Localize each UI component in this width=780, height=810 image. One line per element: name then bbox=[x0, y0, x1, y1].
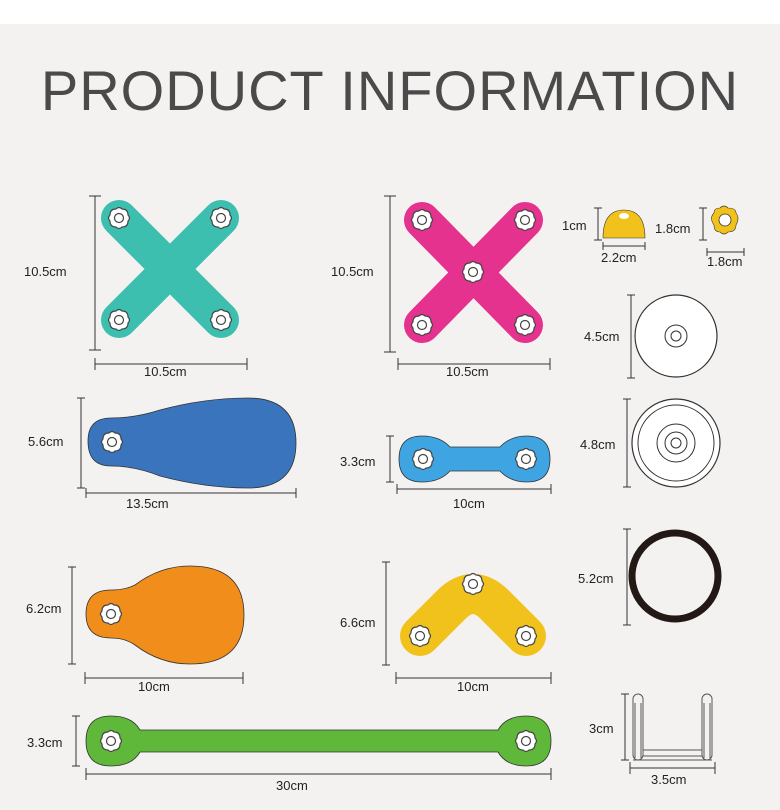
black-ring-label: 5.2cm bbox=[578, 571, 613, 586]
dome-height-label: 1cm bbox=[562, 218, 587, 233]
orange-paddle: 6.2cm 10cm bbox=[26, 565, 245, 694]
lightblue-bar-width-label: 10cm bbox=[453, 496, 485, 511]
large-wheel: 4.8cm bbox=[580, 398, 721, 488]
blue-paddle: 5.6cm 13.5cm bbox=[28, 397, 297, 511]
u-bracket-width-label: 3.5cm bbox=[651, 772, 686, 787]
orange-paddle-width-label: 10cm bbox=[138, 679, 170, 694]
pink-x-width-label: 10.5cm bbox=[446, 364, 489, 379]
u-bracket: 3cm 3.5cm bbox=[589, 693, 716, 787]
blue-paddle-height-label: 5.6cm bbox=[28, 434, 63, 449]
green-long-bar: 3.3cm 30cm bbox=[27, 715, 552, 793]
lightblue-bar-height-label: 3.3cm bbox=[340, 454, 375, 469]
yellow-arch-height-label: 6.6cm bbox=[340, 615, 375, 630]
small-wheel-label: 4.5cm bbox=[584, 329, 619, 344]
teal-x-width-label: 10.5cm bbox=[144, 364, 187, 379]
lightblue-bar: 3.3cm 10cm bbox=[340, 435, 552, 511]
teal-x-height-label: 10.5cm bbox=[24, 264, 67, 279]
flower-width-label: 1.8cm bbox=[707, 254, 742, 269]
green-bar-height-label: 3.3cm bbox=[27, 735, 62, 750]
yellow-dome-cap: 1cm 2.2cm bbox=[562, 207, 646, 265]
green-bar-width-label: 30cm bbox=[276, 778, 308, 793]
yellow-arch: 6.6cm 10cm bbox=[340, 561, 552, 694]
pink-x-height-label: 10.5cm bbox=[331, 264, 374, 279]
page-title: PRODUCT INFORMATION bbox=[40, 59, 740, 122]
yellow-arch-width-label: 10cm bbox=[457, 679, 489, 694]
blue-paddle-width-label: 13.5cm bbox=[126, 496, 169, 511]
flower-height-label: 1.8cm bbox=[655, 221, 690, 236]
orange-paddle-height-label: 6.2cm bbox=[26, 601, 61, 616]
u-bracket-height-label: 3cm bbox=[589, 721, 614, 736]
pink-x-connector: 10.5cm 10.5cm bbox=[331, 195, 551, 379]
yellow-flower-nut: 1.8cm 1.8cm bbox=[655, 205, 745, 269]
black-ring: 5.2cm bbox=[578, 528, 722, 626]
dome-width-label: 2.2cm bbox=[601, 250, 636, 265]
teal-x-connector: 10.5cm 10.5cm bbox=[24, 195, 248, 379]
small-wheel: 4.5cm bbox=[584, 294, 718, 379]
large-wheel-label: 4.8cm bbox=[580, 437, 615, 452]
